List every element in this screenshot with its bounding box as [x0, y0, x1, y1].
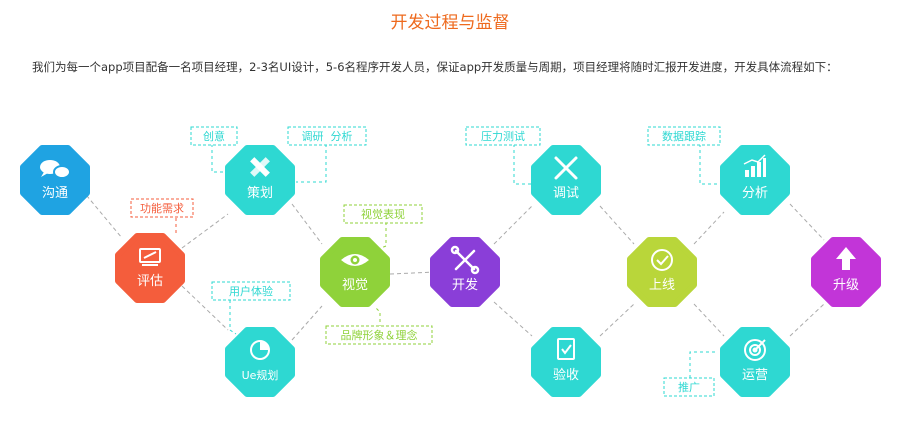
eye-icon — [341, 254, 369, 266]
node-shijue-label: 视觉 — [342, 278, 368, 293]
node-fenxi-label: 分析 — [742, 186, 768, 201]
node-cehua: 策划 — [225, 145, 295, 215]
node-pinggu-label: 评估 — [137, 274, 163, 289]
node-shengji: 升级 — [811, 237, 881, 307]
node-ue-label: Ue规划 — [242, 368, 279, 382]
node-yunying-label: 运营 — [742, 368, 768, 383]
connector-shangxian-yunying — [693, 303, 725, 337]
connector-cehua-shijue — [291, 203, 323, 245]
tag-shijuebiaoxian: 视觉表现 — [343, 204, 423, 224]
node-pinggu: 评估 — [115, 233, 185, 303]
tag-pinpai: 品牌形象＆理念 — [325, 325, 433, 345]
tag-pinpai-label: 品牌形象＆理念 — [341, 328, 418, 342]
connector-shangxian-fenxi — [693, 211, 725, 245]
node-cehua-label: 策划 — [247, 185, 273, 201]
node-kaifa: 开发 — [430, 237, 500, 307]
tag-gongneng: 功能需求 — [130, 198, 194, 218]
chat-bubbles-icon — [40, 160, 71, 179]
node-tiaoshi-label: 调试 — [553, 186, 579, 201]
connector-pinggu-cehua — [181, 213, 229, 249]
node-fenxi: 分析 — [720, 145, 790, 215]
tag-leader-yali — [513, 144, 534, 185]
tag-yonghu-label: 用户体验 — [229, 284, 273, 298]
pencil-ruler-icon — [250, 157, 270, 177]
connector-pinggu-ue — [181, 285, 229, 331]
intro-text: 我们为每一个app项目配备一名项目经理，2-3名UI设计，5-6名程序开发人员，… — [32, 60, 838, 74]
node-tiaoshi: 调试 — [531, 145, 601, 215]
connector-kaifa-yanshou — [493, 301, 533, 337]
tag-shuju: 数据跟踪 — [647, 126, 721, 146]
tag-chuangyi: 创意 — [190, 126, 238, 146]
node-yanshou-label: 验收 — [553, 367, 579, 383]
tag-yali-label: 压力测试 — [481, 130, 525, 143]
tag-leader-diaoyan — [296, 144, 327, 183]
node-ue: Ue规划 — [225, 327, 295, 397]
node-kaifa-label: 开发 — [452, 277, 478, 293]
page-title: 开发过程与监督 — [390, 13, 510, 33]
node-shijue: 视觉 — [320, 237, 390, 307]
tablet-pen-icon — [139, 248, 161, 266]
tag-leader-tuiguang — [689, 351, 716, 378]
tag-diaoyan: 调研 分析 — [287, 126, 367, 146]
tag-leader-yonghu — [229, 300, 237, 335]
bar-chart-icon — [743, 154, 766, 177]
clipboard-check-icon — [557, 338, 575, 360]
up-arrow-icon — [836, 247, 856, 270]
connector-kaifa-tiaoshi — [493, 205, 533, 245]
node-shangxian-label: 上线 — [649, 278, 675, 293]
node-yunying: 运营 — [720, 327, 790, 397]
pie-chart-icon — [250, 340, 270, 360]
node-shengji-label: 升级 — [833, 278, 859, 293]
target-icon — [744, 339, 766, 361]
tag-yali: 压力测试 — [465, 126, 541, 146]
tag-leader-pinpai — [375, 307, 381, 328]
tag-tuiguang-label: 推广 — [678, 380, 700, 394]
node-shangxian: 上线 — [627, 237, 697, 307]
connector-yanshou-shangxian — [599, 303, 635, 337]
node-goutong: 沟通 — [20, 145, 90, 215]
tag-shijuebiaoxian-label: 视觉表现 — [361, 207, 405, 221]
tag-tuiguang: 推广 — [663, 377, 715, 397]
connector-tiaoshi-shangxian — [599, 205, 635, 245]
tag-chuangyi-label: 创意 — [203, 129, 225, 143]
connector-yunying-shengji — [789, 303, 825, 337]
connector-shijue-kaifa — [389, 271, 437, 275]
tag-shuju-label: 数据跟踪 — [662, 129, 706, 143]
tag-gongneng-label: 功能需求 — [140, 201, 184, 215]
connector-fenxi-shengji — [789, 203, 825, 241]
node-goutong-label: 沟通 — [42, 186, 68, 201]
tag-yonghu: 用户体验 — [211, 281, 291, 301]
screwdriver-wrench-icon — [554, 156, 578, 180]
tag-diaoyan-label: 调研 分析 — [302, 129, 353, 143]
check-circle-icon — [651, 249, 673, 271]
connector-ue-shijue — [291, 305, 323, 341]
tag-leader-shuju — [699, 144, 722, 185]
wrench-tools-icon — [450, 245, 480, 275]
node-yanshou: 验收 — [531, 327, 601, 397]
connector-goutong-pinggu — [81, 189, 123, 239]
